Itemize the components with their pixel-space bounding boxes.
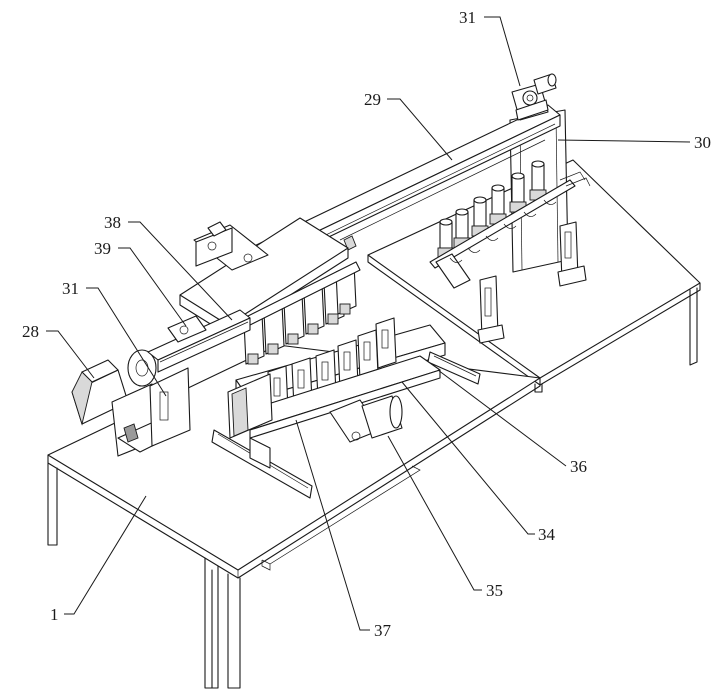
callout-36: 36 — [570, 457, 587, 476]
callout-39: 39 — [94, 239, 111, 258]
valve-4 — [490, 185, 506, 224]
valve-6 — [530, 161, 546, 200]
callout-30: 30 — [694, 133, 711, 152]
leader-1 — [64, 496, 146, 614]
callout-1: 1 — [50, 605, 59, 624]
leader-31-top — [484, 17, 520, 86]
leader-29 — [387, 99, 452, 160]
valve-5 — [510, 173, 526, 212]
callout-35: 35 — [486, 581, 503, 600]
callout-28: 28 — [22, 322, 39, 341]
leader-30 — [558, 140, 690, 142]
callout-31-top: 31 — [459, 8, 476, 27]
callout-29: 29 — [364, 90, 381, 109]
callout-37: 37 — [374, 621, 392, 640]
fixture-6 — [376, 318, 396, 368]
callout-34: 34 — [538, 525, 556, 544]
callout-38: 38 — [104, 213, 121, 232]
callout-31-left: 31 — [62, 279, 79, 298]
